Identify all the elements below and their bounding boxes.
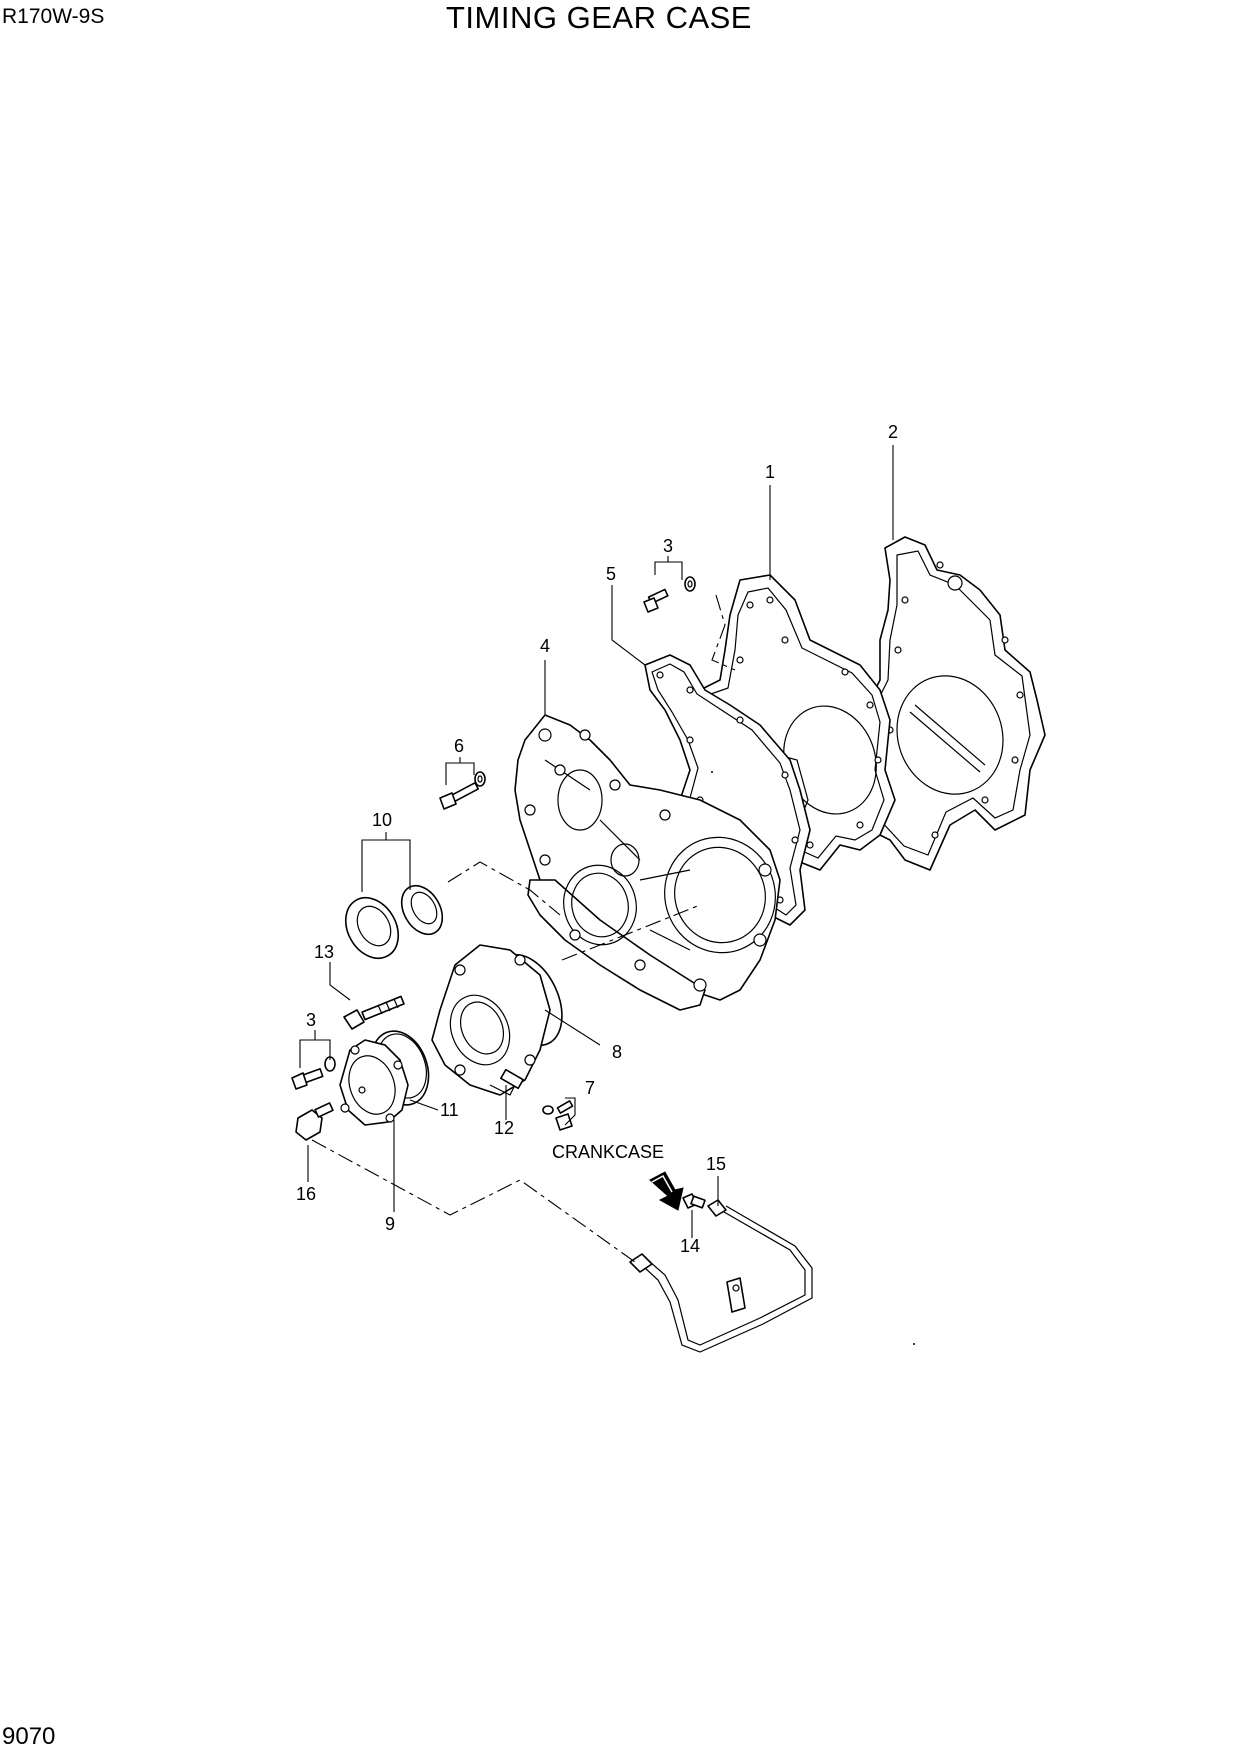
callout-10: 10 — [372, 810, 392, 830]
callout-2: 2 — [888, 422, 898, 442]
part-3-bolt-upper — [643, 576, 696, 613]
callout-8: 8 — [612, 1042, 622, 1062]
callout-11: 11 — [440, 1100, 459, 1120]
part-16-fitting — [295, 1102, 334, 1141]
part-10-oil-seals — [344, 884, 444, 959]
crankcase-label: CRANKCASE — [552, 1142, 664, 1162]
callout-6: 6 — [454, 736, 464, 756]
part-13-bolt — [343, 995, 405, 1030]
part-3-bolt-lower — [291, 1056, 336, 1090]
leader-lines — [299, 445, 894, 1238]
part-7-plug — [542, 1100, 574, 1131]
callout-3-lower: 3 — [306, 1010, 316, 1030]
callout-12: 12 — [494, 1118, 514, 1138]
page-title: TIMING GEAR CASE — [446, 0, 752, 35]
callout-15: 15 — [706, 1154, 726, 1174]
part-9-cover — [339, 1039, 409, 1126]
crankcase-arrow-icon — [649, 1171, 684, 1211]
callout-3-upper: 3 — [663, 536, 673, 556]
callout-14: 14 — [680, 1236, 700, 1256]
callout-labels: 1 2 3 4 5 6 10 13 3 8 7 11 12 9 16 14 15… — [296, 422, 898, 1256]
callout-5: 5 — [606, 564, 616, 584]
part-8-housing — [431, 944, 563, 1096]
model-code: R170W-9S — [2, 5, 105, 28]
callout-9: 9 — [385, 1214, 395, 1234]
part-4-timing-gear-case — [514, 714, 781, 1011]
page-number: 9070 — [2, 1723, 56, 1750]
part-14-connector — [682, 1193, 706, 1209]
callout-16: 16 — [296, 1184, 316, 1204]
callout-13: 13 — [314, 942, 334, 962]
part-12-plug — [500, 1068, 524, 1090]
part-15-pipe-assembly — [629, 1199, 813, 1353]
callout-4: 4 — [540, 636, 550, 656]
callout-1: 1 — [765, 462, 775, 482]
callout-7: 7 — [585, 1078, 595, 1098]
part-6-bolt — [439, 771, 486, 810]
